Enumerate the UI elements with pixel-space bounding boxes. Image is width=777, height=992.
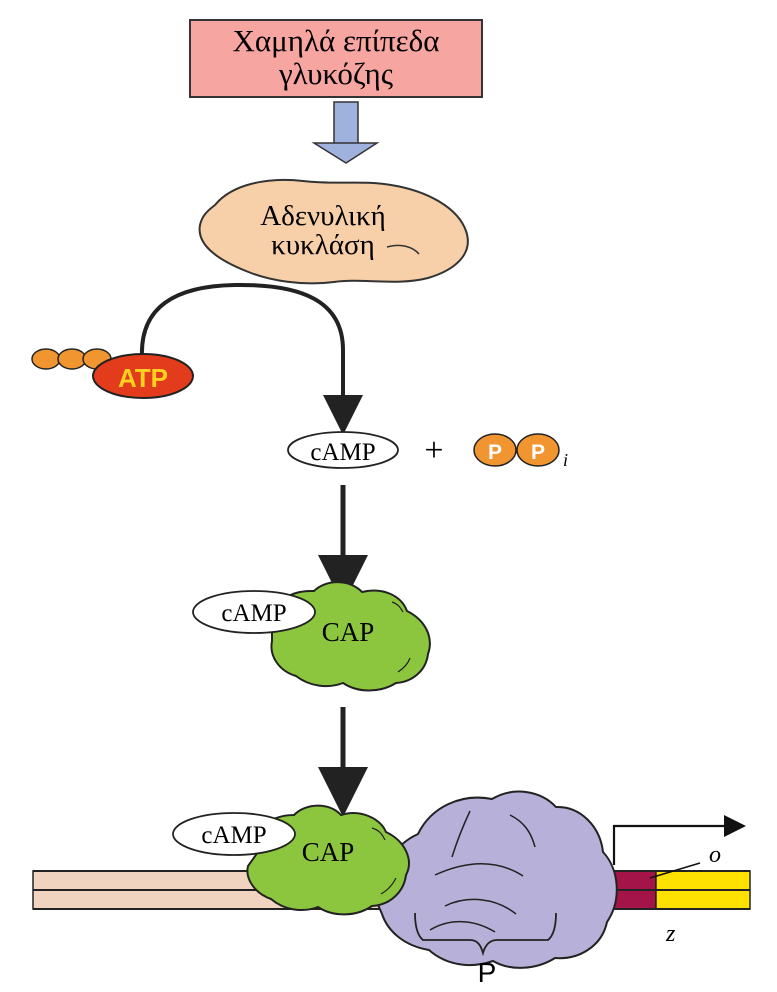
low-glucose-line-1: Χαμηλά επίπεδα bbox=[232, 23, 439, 58]
phosphate-label-2: P bbox=[531, 441, 545, 464]
gene-z-label: z bbox=[665, 921, 676, 947]
camp-cap-complex-lower: cAMP CAP bbox=[172, 804, 410, 916]
plus-sign: + bbox=[424, 432, 443, 469]
promoter-brace: P bbox=[414, 912, 557, 988]
camp-cap-lower-camp-label: cAMP bbox=[201, 822, 266, 849]
operator-o-label: o bbox=[709, 842, 721, 868]
camp-label: cAMP bbox=[310, 439, 375, 466]
low-glucose-box: Χαμηλά επίπεδα γλυκόζης bbox=[189, 19, 483, 98]
two-phosphate-beads-icon: P P bbox=[473, 433, 560, 467]
glucose-to-adenylate-arrow bbox=[311, 101, 380, 164]
phosphate-label-1: P bbox=[488, 441, 502, 464]
operator-label-group: o bbox=[649, 842, 721, 879]
adenylate-line-2: κυκλάση bbox=[271, 229, 375, 261]
low-glucose-line-2: γλυκόζης bbox=[278, 56, 393, 91]
camp-product-row: cAMP + P P i bbox=[287, 431, 568, 470]
camp-cap-complex-upper: cAMP CAP bbox=[192, 581, 431, 692]
adenylate-cyclase-shape: Αδενυλική κυκλάση bbox=[198, 178, 469, 285]
atp-molecule: ATP bbox=[31, 348, 194, 399]
camp-cap-upper-cap-label: CAP bbox=[322, 617, 375, 647]
camp-cap-upper-camp-label: cAMP bbox=[221, 600, 286, 627]
rna-polymerase-shape bbox=[374, 790, 618, 969]
atp-to-camp-curved-arrow bbox=[139, 282, 363, 435]
adenylate-line-1: Αδενυλική bbox=[260, 200, 386, 232]
promoter-p-label: P bbox=[478, 957, 497, 988]
right-angle-arrow-icon bbox=[612, 815, 746, 865]
camp-cap-lower-cap-label: CAP bbox=[302, 837, 355, 867]
pi-subscript: i bbox=[563, 450, 568, 470]
atp-label: ATP bbox=[118, 363, 168, 393]
